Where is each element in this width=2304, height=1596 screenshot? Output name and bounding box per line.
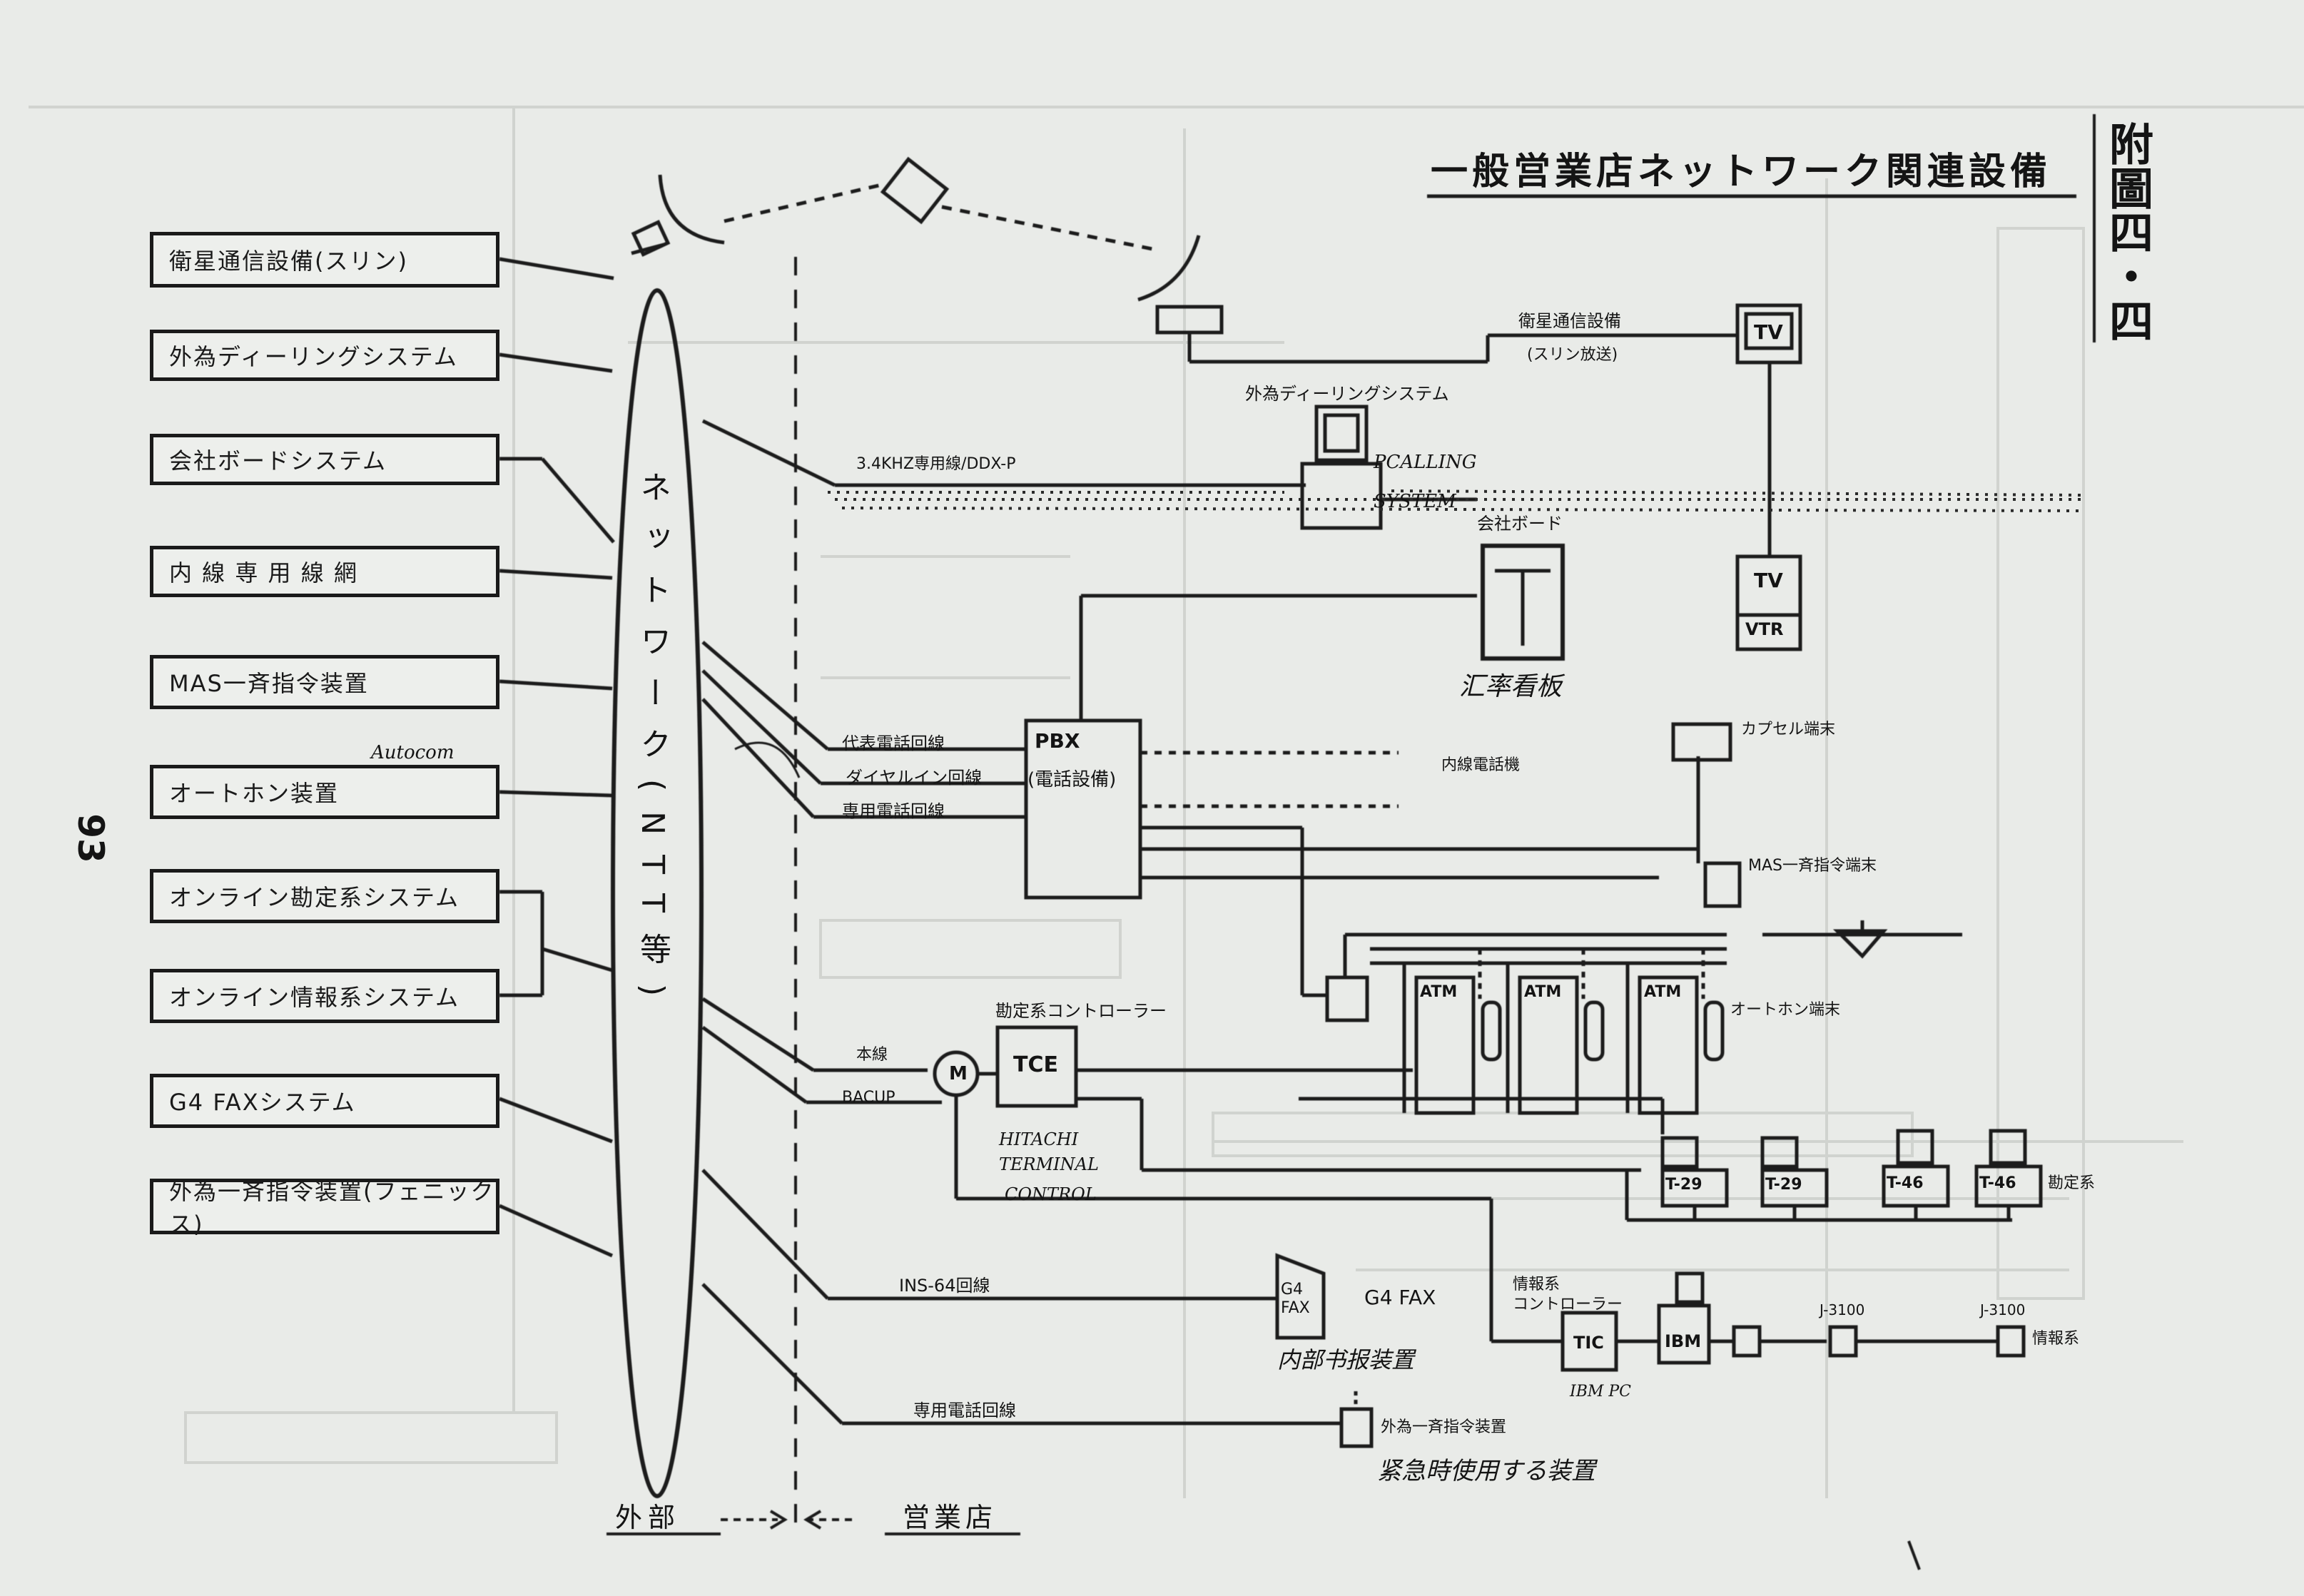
handwritten-system: SYSTEM xyxy=(1374,491,1456,512)
t46-a-label: T-46 xyxy=(1887,1174,1924,1192)
autophone-term-label: オートホン端末 xyxy=(1730,1001,1841,1019)
handwritten-pcalling: PCALLING xyxy=(1374,452,1477,473)
footer-outside: 外部 xyxy=(615,1502,681,1533)
tv-label: TV xyxy=(1754,320,1783,344)
fx-cmd-label: 外為一斉指令装置 xyxy=(1381,1418,1507,1436)
j3100-a-label: J-3100 xyxy=(1820,1301,1865,1318)
left-system-box: 内 線 専 用 線 網 xyxy=(150,546,499,597)
dealing-label: 外為ディーリングシステム xyxy=(1245,384,1449,404)
handwritten-hitachi-1: HITACHI xyxy=(999,1129,1079,1149)
pbx-label: PBX xyxy=(1035,729,1080,753)
left-system-box: オートホン装置 xyxy=(150,765,499,819)
ded-line2-label: 専用電話回線 xyxy=(913,1401,1016,1420)
dedicated-phone-label: 専用電話回線 xyxy=(842,801,945,821)
j3100-b-label: J-3100 xyxy=(1980,1301,2026,1318)
appendix-label: 附圖四・四 xyxy=(2101,121,2153,342)
handwritten-fx-note: 紧急時使用する装置 xyxy=(1377,1457,1595,1485)
tv2-label: TV xyxy=(1754,569,1783,592)
left-system-box: 会社ボードシステム xyxy=(150,434,499,485)
vtr-label: VTR xyxy=(1745,619,1784,639)
left-system-box: オンライン勘定系システム xyxy=(150,869,499,923)
handwritten-ibm-note: IBM PC xyxy=(1570,1383,1632,1401)
left-system-box: G4 FAXシステム xyxy=(150,1074,499,1128)
diagram-title: 一般営業店ネットワーク関連設備 xyxy=(1431,151,2052,193)
ibm-label: IBM xyxy=(1665,1331,1702,1351)
handwritten-hitachi-3: CONTROL xyxy=(1005,1184,1097,1204)
atm3-label: ATM xyxy=(1644,983,1682,1001)
capsule-label: カプセル端末 xyxy=(1741,721,1836,738)
sat-equipment-label: 衛星通信設備 xyxy=(1518,311,1621,331)
left-system-box: 外為ディーリングシステム xyxy=(150,330,499,381)
backup-label: BACUP xyxy=(842,1089,895,1107)
g4fax-label: G4 FAX xyxy=(1364,1286,1436,1309)
left-system-box: 外為一斉指令装置(フェニックス) xyxy=(150,1178,499,1238)
rep-line-label: 代表電話回線 xyxy=(842,733,945,753)
ins64-label: INS-64回線 xyxy=(899,1276,990,1296)
dialin-line-label: ダイヤルイン回線 xyxy=(846,768,983,788)
atm1-label: ATM xyxy=(1420,983,1458,1001)
handwritten-autocom: Autocom xyxy=(371,742,455,763)
footer-arrows xyxy=(607,1510,1921,1570)
pbx-sub-label: (電話設備) xyxy=(1027,769,1117,791)
ddx-noise-band xyxy=(828,489,2084,512)
network-label: ネットワーク(NTT等) xyxy=(634,471,671,1017)
t29-b-label: T-29 xyxy=(1765,1176,1802,1194)
diagram-lines xyxy=(498,156,2043,1527)
handwritten-board-note: 汇率看板 xyxy=(1459,672,1563,701)
g4fax-box-label: G4 FAX xyxy=(1281,1281,1310,1318)
modem-label: M xyxy=(949,1063,968,1084)
info-term-label: 情報系 xyxy=(2032,1330,2080,1348)
atm2-label: ATM xyxy=(1524,983,1562,1001)
acct-term-label: 勘定系 xyxy=(2048,1174,2096,1192)
handwritten-hitachi-2: TERMINAL xyxy=(999,1154,1099,1174)
ddx-label: 3.4KHZ専用線/DDX-P xyxy=(856,455,1016,473)
sat-sub-label: (スリン放送) xyxy=(1527,346,1618,364)
page-number: 93 xyxy=(69,813,111,863)
board-label: 会社ボード xyxy=(1477,514,1563,534)
left-system-box: 衛星通信設備(スリン) xyxy=(150,232,499,288)
info-ctrl-label-1: 情報系 xyxy=(1513,1276,1560,1293)
title-decoration xyxy=(1427,114,2096,342)
ext-phone-label: 内線電話機 xyxy=(1441,756,1521,774)
footer-branch: 営業店 xyxy=(903,1502,998,1533)
left-system-box: オンライン情報系システム xyxy=(150,969,499,1023)
handwritten-fax-note: 内部书报装置 xyxy=(1277,1346,1415,1373)
t29-a-label: T-29 xyxy=(1665,1176,1702,1194)
mas-term-label: MAS一斉指令端末 xyxy=(1748,857,1877,875)
tce-label: TCE xyxy=(1013,1052,1058,1077)
left-system-box: MAS一斉指令装置 xyxy=(150,655,499,709)
t46-b-label: T-46 xyxy=(1979,1174,2016,1192)
info-ctrl-label-2: コントローラー xyxy=(1513,1296,1623,1313)
tic-label: TIC xyxy=(1573,1333,1604,1353)
honsen-label: 本線 xyxy=(856,1046,888,1064)
acct-ctrl-label: 勘定系コントローラー xyxy=(995,1001,1167,1021)
